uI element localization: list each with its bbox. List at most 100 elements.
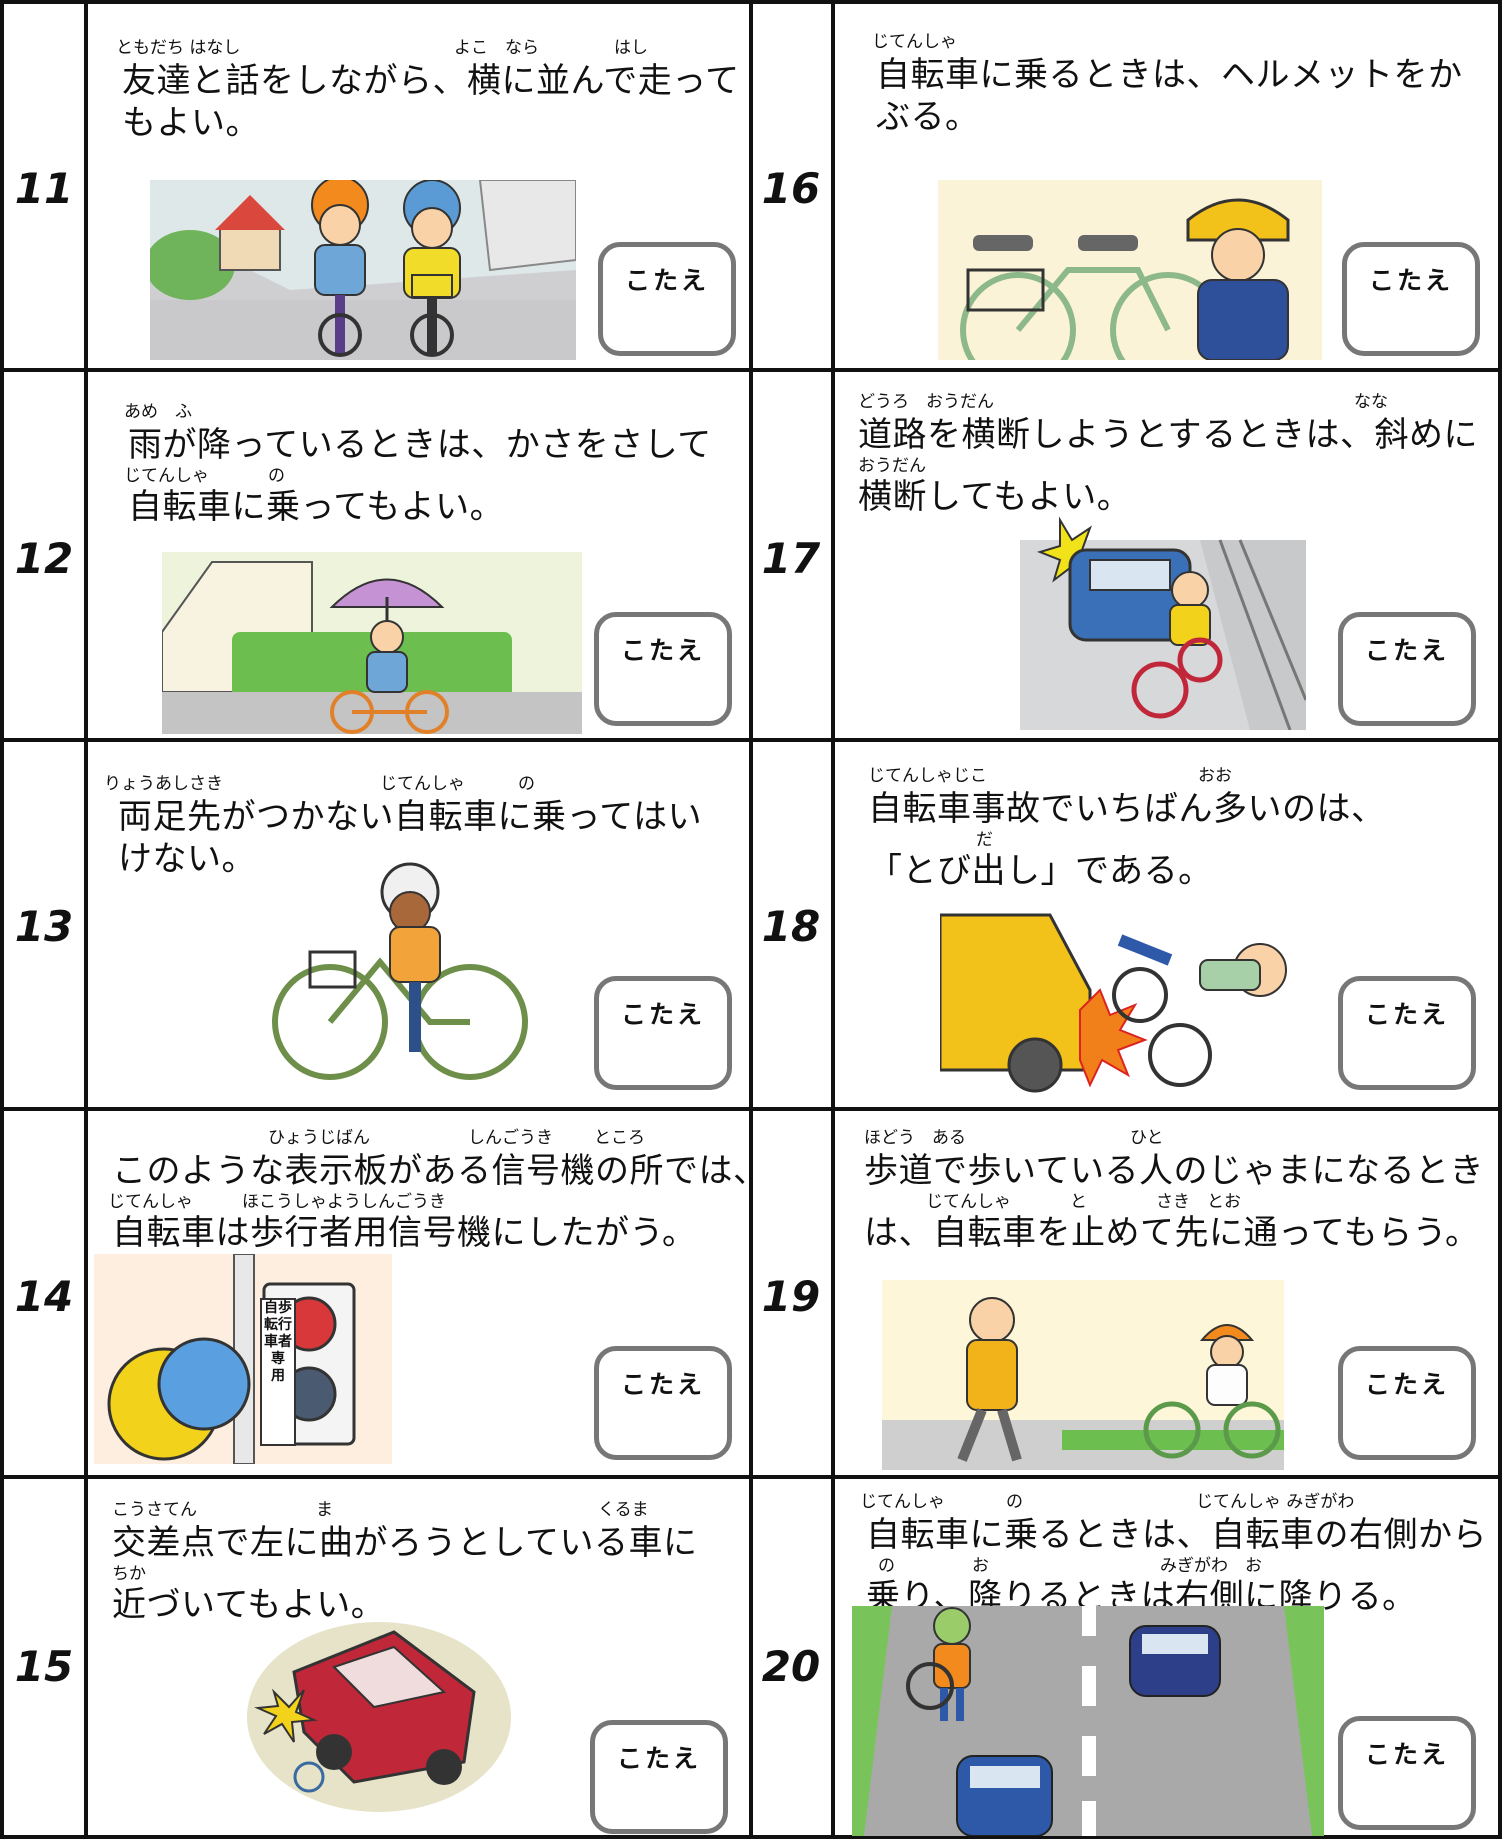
question-line: 「とび出し」である。 [868,851,1213,891]
furigana: くるま [598,1500,649,1520]
grid-col-divider [749,0,753,1839]
answer-label: こたえ [1364,636,1449,665]
answer-box[interactable]: こたえ [594,1346,732,1460]
illustration-cyclist-yielding [882,1280,1284,1470]
grid-row-4 [0,1475,1502,1479]
question-number: 14 [14,1272,74,1321]
grid-row-3 [0,1107,1502,1111]
furigana: ちか [112,1564,146,1584]
furigana: ま [316,1500,333,1520]
grid-col-num-right [831,0,835,1839]
grid-row-2 [0,738,1502,742]
answer-box[interactable]: こたえ [1338,612,1476,726]
question-line: 横断してもよい。 [858,477,1132,517]
answer-label: こたえ [1368,266,1453,295]
furigana: ほどう ある [864,1128,966,1148]
furigana: じてんしゃ みぎがわ [1196,1492,1355,1512]
furigana: どうろ おうだん [858,392,994,412]
question-line: 近づいてもよい。 [112,1585,386,1625]
question-number: 13 [14,902,74,951]
illustration-car-turning-left [247,1622,511,1812]
question-number: 19 [761,1272,821,1321]
illustration-pedestrian-signal: 自歩 転行 車者 専 用 [94,1254,392,1464]
question-line: 歩道で歩いている人のじゃまになるとき [864,1151,1484,1191]
question-text: ともだち はなし よこ なら はし 友達と話をしながら、横に並んで走って もよい… [116,36,739,144]
grid-col-num-left [84,0,88,1839]
question-number: 15 [14,1642,74,1691]
furigana: あめ ふ [124,402,192,422]
answer-label: こたえ [620,1370,705,1399]
answer-label: こたえ [1364,1000,1449,1029]
furigana: の [518,774,535,794]
question-number: 12 [14,534,74,583]
furigana: しんごうき [468,1128,553,1148]
question-line: 自転車に乗るときは、自転車の右側から [866,1515,1487,1555]
furigana: じてんしゃ [380,774,465,794]
answer-box[interactable]: こたえ [1338,1346,1476,1460]
furigana: の [268,466,285,486]
answer-box[interactable]: こたえ [598,242,736,356]
grid-border-right [1498,0,1502,1839]
furigana: じてんしゃ [108,1192,193,1212]
sign-text: 用 [271,1368,285,1384]
question-number: 16 [761,164,821,213]
answer-box[interactable]: こたえ [590,1720,728,1834]
answer-label: こたえ [616,1744,701,1773]
answer-box[interactable]: こたえ [1338,976,1476,1090]
question-text: ひょうじばん しんごうき ところ このような表示板がある信号機の所では、 じてん… [108,1126,768,1254]
illustration-boy-on-big-bicycle [272,862,528,1080]
answer-label: こたえ [1364,1740,1449,1769]
question-line: 交差点で左に曲がろうとしている車に [112,1523,698,1563]
question-line: 自転車に乗ってもよい。 [128,487,505,527]
furigana: じてんしゃ [872,32,957,52]
question-text: りょうあしさき じてんしゃ の 両足先がつかない自転車に乗ってはい けない。 [104,772,738,880]
furigana: じてんしゃ [124,466,209,486]
question-line: は、自転車を止めて先に通ってもらう。 [864,1213,1480,1253]
illustration-cyclist-on-road [852,1606,1324,1836]
question-number: 11 [14,164,74,213]
furigana: おお [1198,766,1232,786]
furigana: さき とお [1156,1192,1241,1212]
furigana: の [1006,1492,1023,1512]
question-line: 道路を横断しようとするときは、斜めに [858,415,1478,455]
furigana: お [972,1556,989,1576]
sign-text: 専 [271,1351,285,1367]
answer-label: こたえ [624,266,709,295]
sign-text: 自歩 [264,1300,292,1316]
question-text: じてんしゃじこ おお 自転車事故でいちばん多いのは、 だ 「とび出し」である。 [868,764,1488,892]
furigana: ともだち はなし [116,38,241,58]
furigana: ひと [1130,1128,1164,1148]
question-line: 両足先がつかない自転車に乗ってはい [118,797,703,837]
furigana: ところ [594,1128,645,1148]
furigana: の [878,1556,895,1576]
furigana: だ [976,830,993,850]
furigana: じてんしゃ [860,1492,945,1512]
question-line: 雨が降っているときは、かさをさして [128,425,712,465]
answer-box[interactable]: こたえ [594,976,732,1090]
furigana: ひょうじばん [268,1128,370,1148]
answer-label: こたえ [620,1000,705,1029]
question-text: ほどう ある ひと 歩道で歩いている人のじゃまになるとき じてんしゃ と さき … [864,1126,1494,1254]
illustration-two-children-riding [150,180,576,360]
answer-box[interactable]: こたえ [1342,242,1480,356]
question-number: 20 [761,1642,821,1691]
furigana: なな [1354,392,1388,412]
furigana: じてんしゃ [926,1192,1011,1212]
answer-label: こたえ [620,636,705,665]
furigana: じてんしゃじこ [868,766,987,786]
sign-text: 転行 [264,1317,292,1333]
illustration-cyclist-hit-by-car [940,913,1287,1093]
question-line: このような表示板がある信号機の所では、 [112,1151,768,1191]
furigana: おうだん [858,456,926,476]
question-line: けない。 [118,839,256,879]
question-line: ぶる。 [876,97,980,137]
illustration-boy-with-helmet [938,180,1322,360]
furigana: ほこうしゃようしんごうき [242,1192,446,1212]
answer-box[interactable]: こたえ [1338,1716,1476,1830]
question-line: 自転車は歩行者用信号機にしたがう。 [112,1213,697,1253]
furigana: はし [614,38,648,58]
answer-box[interactable]: こたえ [594,612,732,726]
sign-text: 車者 [264,1334,292,1350]
question-text: じてんしゃ 自転車に乗るときは、ヘルメットをか ぶる。 [872,30,1486,138]
